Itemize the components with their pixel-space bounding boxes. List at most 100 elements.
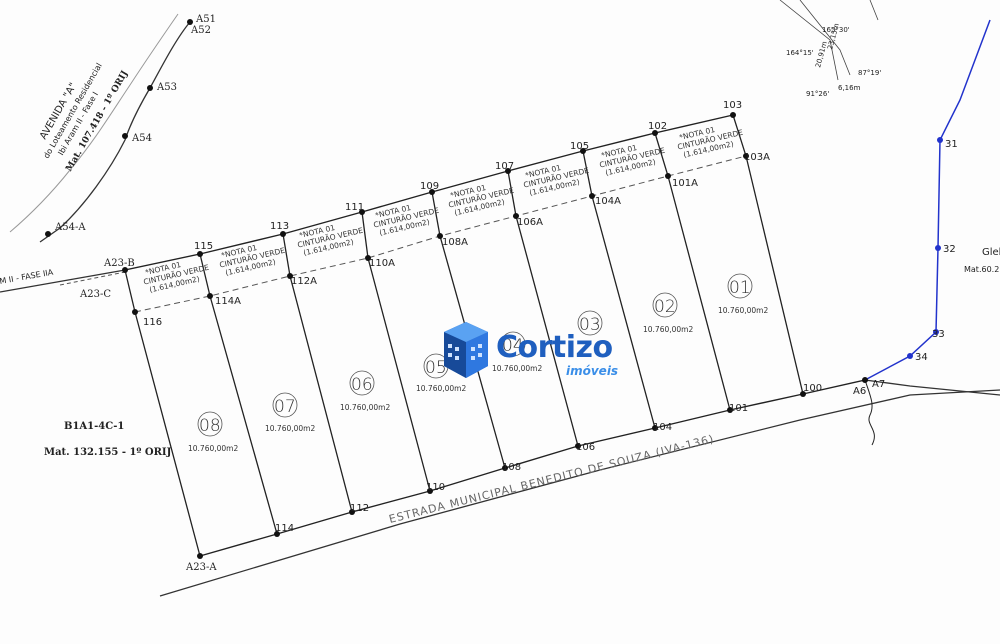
label-103: 103 — [723, 100, 742, 111]
gleba-boundary-blue — [864, 19, 991, 381]
angle-a2: 164°15' — [786, 49, 814, 57]
label-106A: 106A — [517, 217, 543, 228]
green-note-5: *NOTA 01 CINTURÃO VERDE (1.614,00m2) — [373, 203, 440, 238]
label-32: 32 — [943, 244, 956, 255]
label-101: 101 — [729, 403, 748, 414]
svg-text:05: 05 — [425, 358, 447, 378]
stream-line — [864, 379, 875, 446]
svg-text:07: 07 — [274, 397, 296, 417]
road-edge-top-right — [864, 379, 1000, 396]
label-101A: 101A — [672, 178, 698, 189]
svg-text:10.760,00m2: 10.760,00m2 — [416, 384, 466, 393]
lot-labels: 01 10.760,00m2 02 10.760,00m2 03 04 10.7… — [188, 273, 768, 453]
green-note-3: *NOTA 01 CINTURÃO VERDE (1.614,00m2) — [523, 163, 590, 198]
lots-top-boundary — [124, 114, 734, 271]
survey-points — [45, 19, 868, 559]
angle-a4: 20,91m — [814, 40, 829, 68]
label-33: 33 — [932, 329, 945, 340]
label-A23C: A23-C — [79, 289, 111, 300]
logo-sub: imóveis — [566, 364, 619, 378]
cortizo-logo: Cortizo imóveis — [436, 320, 636, 384]
lot-03: 03 — [577, 310, 603, 336]
label-108: 108 — [502, 462, 521, 473]
avenue-subtitle: do Loteamento Residencial — [42, 62, 104, 160]
angle-sketch — [779, 0, 879, 81]
label-106: 106 — [576, 442, 595, 453]
svg-text:04: 04 — [502, 336, 524, 356]
label-34: 34 — [915, 352, 928, 363]
label-A54A: A54-A — [54, 222, 86, 233]
svg-text:01: 01 — [729, 278, 751, 298]
svg-text:10.760,00m2: 10.760,00m2 — [643, 325, 693, 334]
label-A6: A6 — [853, 386, 866, 397]
avenue-label: AVENIDA "A" do Loteamento Residencial Ib… — [38, 62, 130, 174]
lot-08: 08 10.760,00m2 — [188, 411, 238, 453]
label-104: 104 — [653, 422, 672, 433]
label-107: 107 — [495, 161, 514, 172]
label-103A: 103A — [744, 152, 770, 163]
logo-name: Cortizo — [496, 330, 613, 365]
label-A23A: A23-A — [185, 562, 217, 573]
svg-text:02: 02 — [654, 297, 676, 317]
angle-a1: 165°30' — [822, 26, 850, 34]
label-116: 116 — [143, 317, 162, 328]
boundary-line-left — [0, 269, 126, 293]
svg-text:10.760,00m2: 10.760,00m2 — [340, 403, 390, 412]
green-note-2: *NOTA 01 CINTURÃO VERDE (1.614,00m2) — [599, 143, 666, 178]
label-108A: 108A — [442, 237, 468, 248]
building-icon — [444, 322, 488, 378]
label-A7: A7 — [872, 379, 885, 390]
lot-07: 07 10.760,00m2 — [265, 392, 315, 433]
label-A53: A53 — [156, 82, 177, 93]
label-115: 115 — [194, 241, 213, 252]
road-label: ESTRADA MUNICIPAL BENEDITO DE SOUZA (IVA… — [388, 432, 716, 526]
dashed-fase-line — [59, 271, 126, 286]
gleba-registration: Mat.60.2 — [964, 265, 999, 274]
svg-text:08: 08 — [199, 416, 221, 436]
svg-text:10.760,00m2: 10.760,00m2 — [718, 306, 768, 315]
label-104A: 104A — [595, 196, 621, 207]
lot-04: 04 10.760,00m2 — [492, 331, 542, 373]
avenue-edge-line — [39, 21, 191, 243]
label-A54: A54 — [131, 133, 152, 144]
label-112: 112 — [350, 503, 369, 514]
label-110: 110 — [426, 482, 445, 493]
svg-text:06: 06 — [351, 375, 373, 395]
label-A23B: A23-B — [103, 258, 135, 269]
gleba-label: Gleb — [982, 247, 1000, 258]
label-114A: 114A — [215, 296, 241, 307]
green-notes: *NOTA 01 CINTURÃO VERDE (1.614,00m2) *NO… — [143, 125, 744, 295]
green-note-1: *NOTA 01 CINTURÃO VERDE (1.614,00m2) — [677, 125, 744, 160]
neighbor-label: B1A1-4C-1 — [64, 421, 124, 432]
angle-a7: 6,16m — [838, 84, 861, 92]
label-111: 111 — [345, 202, 364, 213]
angle-a6: 91°26' — [806, 90, 829, 98]
green-note-6: *NOTA 01 CINTURÃO VERDE (1.614,00m2) — [297, 223, 364, 258]
svg-text:10.760,00m2: 10.760,00m2 — [492, 364, 542, 373]
label-105: 105 — [570, 141, 589, 152]
label-113: 113 — [270, 221, 289, 232]
green-note-7: *NOTA 01 CINTURÃO VERDE (1.614,00m2) — [219, 243, 286, 278]
road-edge-lower — [159, 389, 1000, 597]
svg-text:10.760,00m2: 10.760,00m2 — [265, 424, 315, 433]
lot-06: 06 10.760,00m2 — [340, 370, 390, 412]
svg-text:10.760,00m2: 10.760,00m2 — [188, 444, 238, 453]
label-112A: 112A — [291, 276, 317, 287]
angle-a5: 87°19' — [858, 69, 881, 77]
lot-01: 01 10.760,00m2 — [718, 273, 768, 315]
label-114: 114 — [275, 523, 294, 534]
label-A52: A52 — [190, 25, 211, 36]
label-110A: 110A — [369, 258, 395, 269]
label-102: 102 — [648, 121, 667, 132]
svg-text:03: 03 — [579, 315, 601, 335]
lot-02: 02 10.760,00m2 — [643, 292, 693, 334]
green-note-4: *NOTA 01 CINTURÃO VERDE (1.614,00m2) — [448, 183, 515, 218]
label-31: 31 — [945, 139, 958, 150]
neighbor-registration: Mat. 132.155 - 1º ORIJ — [44, 447, 172, 458]
label-109: 109 — [420, 181, 439, 192]
gleba-points — [907, 137, 943, 359]
road-edge-upper — [199, 379, 866, 557]
label-A51: A51 — [195, 14, 216, 25]
